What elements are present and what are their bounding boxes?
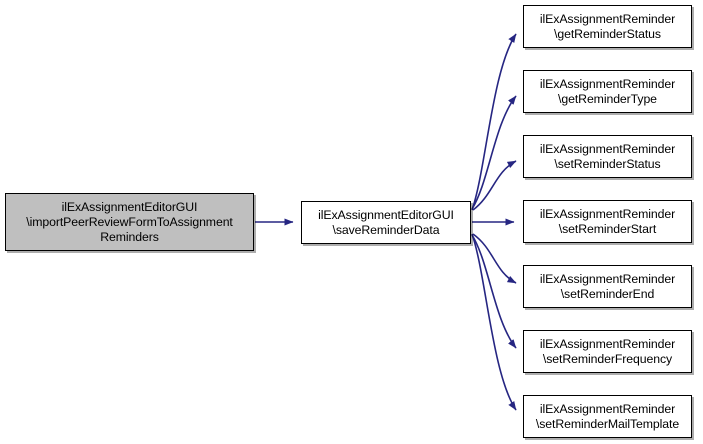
- node-root[interactable]: ilExAssignmentEditorGUI \importPeerRevie…: [5, 193, 254, 251]
- node-get-reminder-type[interactable]: ilExAssignmentReminder \getReminderType: [523, 70, 692, 113]
- node-set-reminder-end-label: ilExAssignmentReminder \setReminderEnd: [539, 271, 676, 301]
- node-set-reminder-status[interactable]: ilExAssignmentReminder \setReminderStatu…: [523, 135, 692, 178]
- node-set-reminder-frequency-label: ilExAssignmentReminder \setReminderFrequ…: [539, 336, 676, 366]
- edge-save-to-getReminderType: [471, 95, 517, 210]
- edge-save-to-setReminderMailTemplate: [471, 233, 517, 411]
- node-set-reminder-status-label: ilExAssignmentReminder \setReminderStatu…: [539, 141, 676, 171]
- node-set-reminder-start-label: ilExAssignmentReminder \setReminderStart: [539, 206, 676, 236]
- node-save-reminder-data[interactable]: ilExAssignmentEditorGUI \saveReminderDat…: [301, 201, 471, 244]
- edge-save-to-setReminderEnd: [472, 233, 517, 284]
- node-set-reminder-mail-template-label: ilExAssignmentReminder \setReminderMailT…: [535, 401, 680, 431]
- node-set-reminder-mail-template[interactable]: ilExAssignmentReminder \setReminderMailT…: [523, 395, 692, 438]
- edge-save-to-getReminderStatus: [471, 33, 517, 211]
- node-set-reminder-start[interactable]: ilExAssignmentReminder \setReminderStart: [523, 200, 692, 243]
- node-get-reminder-status[interactable]: ilExAssignmentReminder \getReminderStatu…: [523, 5, 692, 48]
- node-get-reminder-status-label: ilExAssignmentReminder \getReminderStatu…: [539, 11, 676, 41]
- node-set-reminder-end[interactable]: ilExAssignmentReminder \setReminderEnd: [523, 265, 692, 308]
- node-save-reminder-data-label: ilExAssignmentEditorGUI \saveReminderDat…: [318, 207, 454, 237]
- node-root-label: ilExAssignmentEditorGUI \importPeerRevie…: [26, 199, 233, 244]
- node-get-reminder-type-label: ilExAssignmentReminder \getReminderType: [539, 76, 676, 106]
- node-set-reminder-frequency[interactable]: ilExAssignmentReminder \setReminderFrequ…: [523, 330, 692, 373]
- edge-save-to-setReminderFrequency: [471, 234, 517, 349]
- edge-save-to-setReminderStatus: [472, 160, 517, 211]
